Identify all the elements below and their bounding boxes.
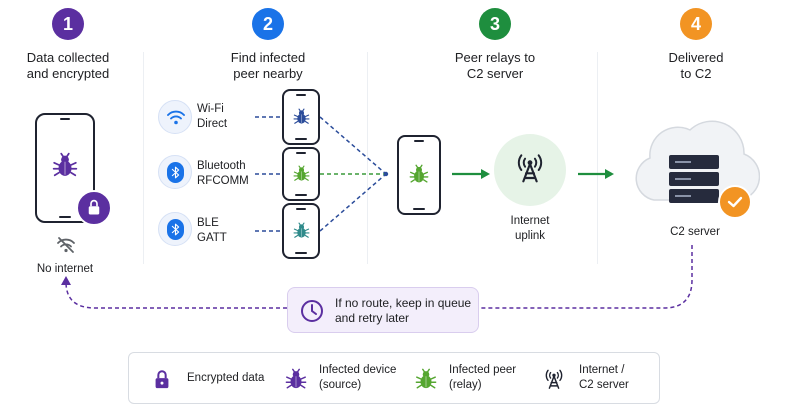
c2-server-label: C2 server xyxy=(670,226,720,238)
step-number-badge: 4 xyxy=(680,8,712,40)
internet-uplink-label: Internet uplink xyxy=(510,215,550,242)
column-divider xyxy=(143,52,144,264)
step-2: 2 Find infected peer nearby xyxy=(188,8,348,82)
bug-icon xyxy=(293,165,310,182)
step-number-badge: 2 xyxy=(252,8,284,40)
legend-item-source: Infected device (source) xyxy=(281,361,401,397)
channel-wifi-direct xyxy=(158,100,192,134)
step-title: Data collected and encrypted xyxy=(26,50,110,81)
internet-uplink-circle xyxy=(494,134,566,206)
check-badge xyxy=(718,185,752,219)
step-4: 4 Delivered to C2 xyxy=(616,8,776,82)
legend-label: Infected peer (relay) xyxy=(449,364,517,391)
legend-item-internet: Internet / C2 server xyxy=(541,361,653,397)
legend-item-encrypted: Encrypted data xyxy=(149,361,269,397)
channel-label: Wi-Fi Direct xyxy=(197,103,228,130)
step-title: Find infected peer nearby xyxy=(230,50,306,81)
nearby-phone-wifi xyxy=(282,89,320,145)
channel-label: Bluetooth RFCOMM xyxy=(197,160,249,187)
retry-queue-note: If no route, keep in queue and retry lat… xyxy=(287,287,479,333)
step-number-badge: 1 xyxy=(52,8,84,40)
step-title: Delivered to C2 xyxy=(668,50,724,81)
check-icon xyxy=(727,196,743,208)
channel-bluetooth-rfcomm xyxy=(158,155,192,189)
step-3: 3 Peer relays to C2 server xyxy=(415,8,575,82)
wifi-icon xyxy=(167,110,185,125)
bug-icon xyxy=(293,108,310,125)
column-divider xyxy=(367,52,368,264)
lock-icon xyxy=(151,368,173,390)
legend-label: Encrypted data xyxy=(187,372,265,384)
nearby-phone-rfcomm xyxy=(282,147,320,201)
encrypted-lock-badge xyxy=(76,190,112,226)
legend-item-relay: Infected peer (relay) xyxy=(411,361,531,397)
channel-label: BLE GATT xyxy=(197,217,227,244)
tower-icon xyxy=(543,366,565,392)
c2-server-stack xyxy=(669,155,719,203)
nearby-phone-ble xyxy=(282,203,320,259)
tower-icon xyxy=(514,148,546,188)
channel-ble-gatt xyxy=(158,212,192,246)
clock-icon xyxy=(301,300,323,322)
step-number-badge: 3 xyxy=(479,8,511,40)
queue-note-text: If no route, keep in queue and retry lat… xyxy=(335,296,472,325)
step-1: 1 Data collected and encrypted xyxy=(0,8,148,82)
bug-icon xyxy=(285,368,307,390)
wifi-off-icon xyxy=(57,237,75,253)
no-internet-label: No internet xyxy=(36,263,94,275)
legend-label: Infected device (source) xyxy=(319,364,397,391)
step-title: Peer relays to C2 server xyxy=(454,50,536,81)
bug-icon xyxy=(409,164,429,184)
bug-icon xyxy=(415,368,437,390)
bug-icon xyxy=(293,222,310,239)
column-divider xyxy=(597,52,598,264)
relay-peer-phone xyxy=(397,135,441,215)
legend: Encrypted data Infected device (source) … xyxy=(128,352,660,404)
legend-label: Internet / C2 server xyxy=(579,364,629,391)
